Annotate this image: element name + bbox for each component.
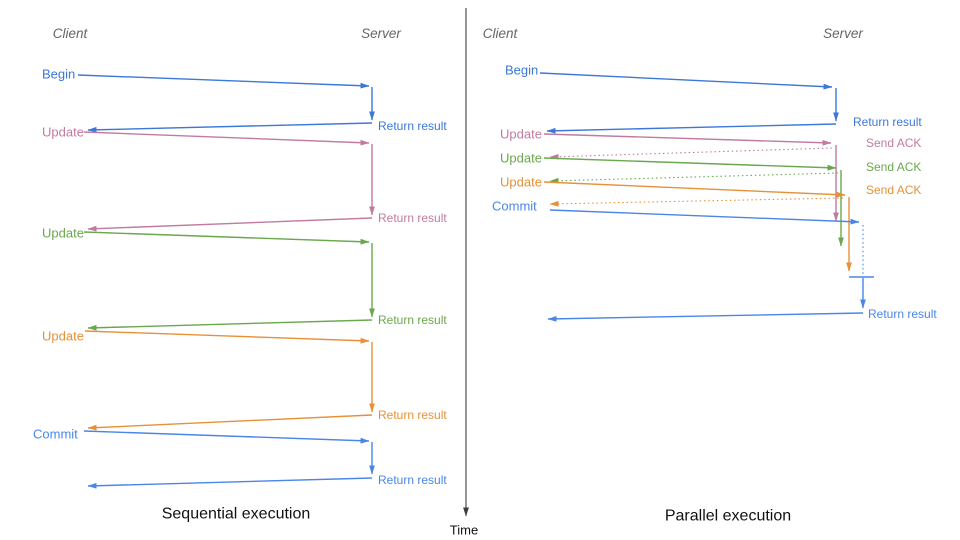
parallel-update2-ack-dotted-arrow — [549, 172, 839, 184]
parallel-commit-return-label: Return result — [868, 307, 937, 321]
column-header-client: Client — [483, 26, 519, 41]
sequential-commit-return-arrow — [87, 477, 373, 489]
parallel-commit-return-arrow — [547, 312, 864, 322]
sequential-title: Sequential execution — [162, 506, 311, 523]
parallel-update3-request-arrow — [543, 181, 846, 198]
sequential-update3-request-arrow — [84, 330, 370, 344]
parallel-update2-label: Update — [500, 151, 542, 166]
sequential-update1-return-arrow — [87, 217, 373, 232]
sequential-commit-label: Commit — [33, 427, 78, 442]
time-axis: Time — [450, 8, 478, 538]
sequential-commit-request-arrow — [83, 430, 370, 444]
parallel-update1-request-arrow — [543, 133, 832, 146]
parallel-title: Parallel execution — [665, 508, 791, 525]
sequential-begin-label: Begin — [42, 67, 75, 82]
sequential-update2-return-label: Return result — [378, 313, 447, 327]
parallel-begin-return-label: Return result — [853, 115, 922, 129]
sequential-update3-return-label: Return result — [378, 408, 447, 422]
sequential-update1-request-arrow — [83, 131, 370, 146]
sequential-begin-request-arrow — [77, 74, 370, 89]
parallel-begin-request-arrow — [539, 72, 833, 90]
sequential-update1-label: Update — [42, 125, 84, 140]
parallel-update3-label: Update — [500, 175, 542, 190]
sequential-update2-label: Update — [42, 226, 84, 241]
sequential-update3-return-arrow — [87, 414, 373, 431]
sequential-commit-return-label: Return result — [378, 473, 447, 487]
parallel-begin-return-arrow — [546, 123, 837, 134]
parallel-update1-ack-dotted-arrow — [549, 147, 833, 160]
sequential-begin-return-arrow — [87, 122, 373, 133]
sequential-update2-request-arrow — [83, 231, 370, 245]
parallel-commit-label: Commit — [492, 199, 537, 214]
parallel-begin-label: Begin — [505, 63, 538, 78]
parallel-update2-ack-label: Send ACK — [866, 160, 921, 174]
sequential-update2-return-arrow — [87, 319, 373, 331]
sequential-update1-return-label: Return result — [378, 211, 447, 225]
sequential-update3-label: Update — [42, 329, 84, 344]
parallel-update3-ack-dotted-arrow — [549, 197, 844, 207]
sequential-begin-return-label: Return result — [378, 119, 447, 133]
parallel-update1-ack-label: Send ACK — [866, 136, 921, 150]
parallel-update3-ack-label: Send ACK — [866, 183, 921, 197]
parallel-commit-request-arrow — [549, 209, 860, 225]
parallel-update1-label: Update — [500, 127, 542, 142]
parallel-update2-request-arrow — [543, 157, 837, 171]
time-axis-label: Time — [450, 523, 478, 538]
column-header-server: Server — [361, 26, 401, 41]
column-header-client: Client — [53, 26, 89, 41]
column-header-server: Server — [823, 26, 863, 41]
